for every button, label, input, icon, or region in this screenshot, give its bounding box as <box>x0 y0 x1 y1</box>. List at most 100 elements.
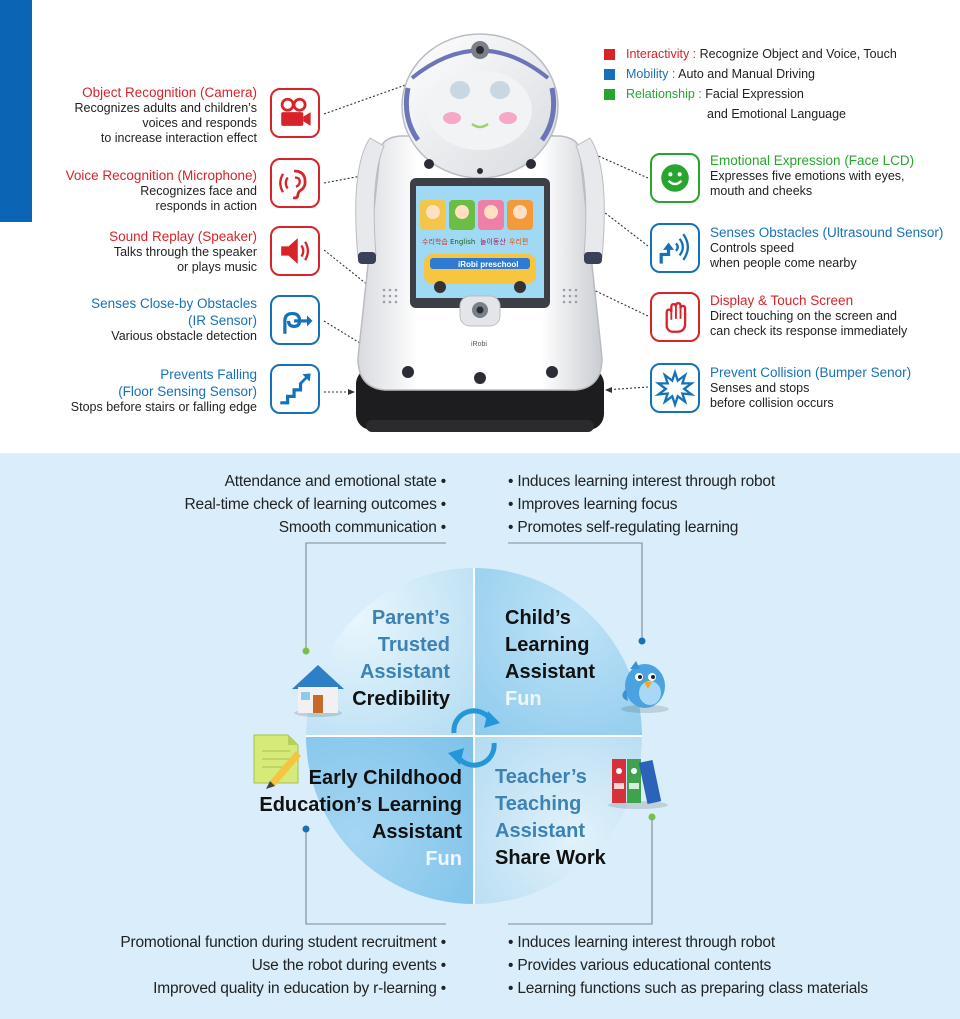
legend-text: Facial Expression <box>705 87 804 101</box>
quadrant-title-line: Assistant <box>505 661 596 683</box>
quadrant-keyword: Credibility <box>352 688 450 710</box>
robot-features-section: Interactivity : Recognize Object and Voi… <box>0 0 960 453</box>
legend-swatch-blue <box>604 69 615 80</box>
bullet-text: Attendance and emotional state <box>224 473 437 490</box>
bird-icon <box>621 661 669 713</box>
feature-desc-line: to increase interaction effect <box>100 131 257 145</box>
bullet-text: Use the robot during events <box>251 957 437 974</box>
bullet-text: Improves learning focus <box>517 496 678 513</box>
robot-illustration: 수리학습 English 놀이동산 우리편 iRobi preschool iR… <box>355 33 605 432</box>
feature-title-line: Emotional Expression (Face LCD) <box>710 153 915 168</box>
robot-brand: iRobi <box>471 341 487 348</box>
legend-text: and Emotional Language <box>707 107 847 121</box>
roles-circle-diagram <box>253 542 669 925</box>
notepad-pencil-icon <box>253 734 301 789</box>
legend-mobility: Mobility : Auto and Manual Driving <box>604 64 897 84</box>
feature-title: Display & Touch Screen <box>710 292 907 309</box>
quadrant-parent-label: Parent’s Trusted Assistant Credibility <box>352 605 450 713</box>
burst-icon <box>650 363 700 413</box>
quadrant-teacher <box>474 736 642 904</box>
feature-prevents-falling: Prevents Falling (Floor Sensing Sensor) … <box>71 366 257 415</box>
legend-relationship-line2: and Emotional Language <box>604 104 897 124</box>
quadrant-keyword: Fun <box>505 688 542 710</box>
feature-desc: Controls speed when people come nearby <box>710 241 943 271</box>
bullet-item: Use the robot during events • <box>251 957 447 974</box>
bullet-text: Induces learning interest through robot <box>517 473 775 490</box>
feature-title-line: Prevent Collision (Bumper Senor) <box>710 365 912 380</box>
feature-desc-line: voices and responds <box>142 116 257 130</box>
screen-tab-4: 우리편 <box>509 237 528 246</box>
feature-desc-line: can check its response immediately <box>710 324 908 338</box>
feature-emotional-expression: Emotional Expression (Face LCD) Expresse… <box>710 152 914 199</box>
feature-title: Object Recognition (Camera) <box>74 84 257 101</box>
quadrant-early <box>306 736 474 904</box>
accent-bar <box>0 0 32 222</box>
bullet-text: Induces learning interest through robot <box>517 934 775 951</box>
bullet-text: Smooth communication <box>278 519 437 536</box>
quadrant-keyword: Share Work <box>495 847 606 869</box>
feature-desc: Recognizes adults and children’s voices … <box>74 101 257 146</box>
quadrant-title-line: Teaching <box>495 793 582 815</box>
legend-swatch-red <box>604 49 615 60</box>
feature-desc-line: Stops before stairs or falling edge <box>70 400 257 414</box>
quadrant-title-line: Parent’s <box>371 607 450 629</box>
feature-desc-line: Controls speed <box>710 241 795 255</box>
speaker-icon <box>270 226 320 276</box>
feature-desc: Expresses five emotions with eyes, mouth… <box>710 169 914 199</box>
feature-desc: Recognizes face and responds in action <box>66 184 257 214</box>
legend: Interactivity : Recognize Object and Voi… <box>604 44 897 124</box>
feature-title-line: Object Recognition (Camera) <box>82 85 257 100</box>
quadrant-title-line: Early Childhood <box>308 767 462 789</box>
camera-icon <box>270 88 320 138</box>
feature-title: Senses Close-by Obstacles (IR Sensor) <box>91 295 257 329</box>
quadrant-title-line: Assistant <box>495 820 586 842</box>
cycle-arrows-icon <box>448 708 500 768</box>
quadrant-title-line: Teacher’s <box>495 766 587 788</box>
bullet-item: Promotional function during student recr… <box>120 934 446 951</box>
feature-display-touch: Display & Touch Screen Direct touching o… <box>710 292 907 339</box>
feature-desc-line: mouth and cheeks <box>710 184 813 198</box>
feature-title-line: Senses Close-by Obstacles <box>91 296 257 311</box>
feature-title: Prevents Falling (Floor Sensing Sensor) <box>71 366 257 400</box>
feature-title-line: Sound Replay (Speaker) <box>109 229 257 244</box>
feature-title: Emotional Expression (Face LCD) <box>710 152 914 169</box>
quadrant-title-line: Learning <box>505 634 590 656</box>
feature-desc: Stops before stairs or falling edge <box>71 400 257 415</box>
screen-label: iRobi preschool <box>458 260 518 269</box>
quadrant-title-line: Assistant <box>359 661 450 683</box>
ultrasound-icon <box>650 223 700 273</box>
ear-icon <box>270 158 320 208</box>
legend-label: Relationship : <box>626 87 702 101</box>
detour-arrow-icon <box>270 295 320 345</box>
bullets-bottom-left: Promotional function during student recr… <box>120 931 446 1000</box>
quadrant-early-label: Early Childhood Education’s Learning Ass… <box>259 765 462 873</box>
bullet-item: Attendance and emotional state • <box>224 473 447 490</box>
feature-title-line: Senses Obstacles (Ultrasound Sensor) <box>710 225 944 240</box>
feature-desc: Senses and stops before collision occurs <box>710 381 911 411</box>
bullet-item: • Induces learning interest through robo… <box>508 934 775 951</box>
feature-desc-line: Talks through the speaker <box>113 245 257 259</box>
feature-prevent-collision: Prevent Collision (Bumper Senor) Senses … <box>710 364 911 411</box>
feature-title: Prevent Collision (Bumper Senor) <box>710 364 911 381</box>
bullet-text: Provides various educational contents <box>517 957 772 974</box>
feature-title: Voice Recognition (Microphone) <box>66 167 257 184</box>
quadrant-child <box>474 568 642 736</box>
feature-title: Senses Obstacles (Ultrasound Sensor) <box>710 224 943 241</box>
feature-close-obstacles: Senses Close-by Obstacles (IR Sensor) Va… <box>91 295 257 344</box>
hand-icon <box>650 292 700 342</box>
bullet-text: Promotional function during student recr… <box>120 934 437 951</box>
bullet-item: Smooth communication • <box>278 519 447 536</box>
feature-desc-line: or plays music <box>177 260 257 274</box>
feature-title: Sound Replay (Speaker) <box>109 228 257 245</box>
stairs-icon <box>270 364 320 414</box>
quadrant-keyword: Fun <box>425 848 462 870</box>
legend-text: Auto and Manual Driving <box>678 67 816 81</box>
legend-interactivity: Interactivity : Recognize Object and Voi… <box>604 44 897 64</box>
feature-desc-line: responds in action <box>155 199 257 213</box>
smiley-icon <box>650 153 700 203</box>
feature-title-line: (IR Sensor) <box>187 313 257 328</box>
feature-object-recognition: Object Recognition (Camera) Recognizes a… <box>74 84 257 146</box>
feature-desc-line: before collision occurs <box>710 396 834 410</box>
screen-tab-3: 놀이동산 <box>480 237 506 246</box>
bullet-item: • Improves learning focus <box>508 496 678 513</box>
